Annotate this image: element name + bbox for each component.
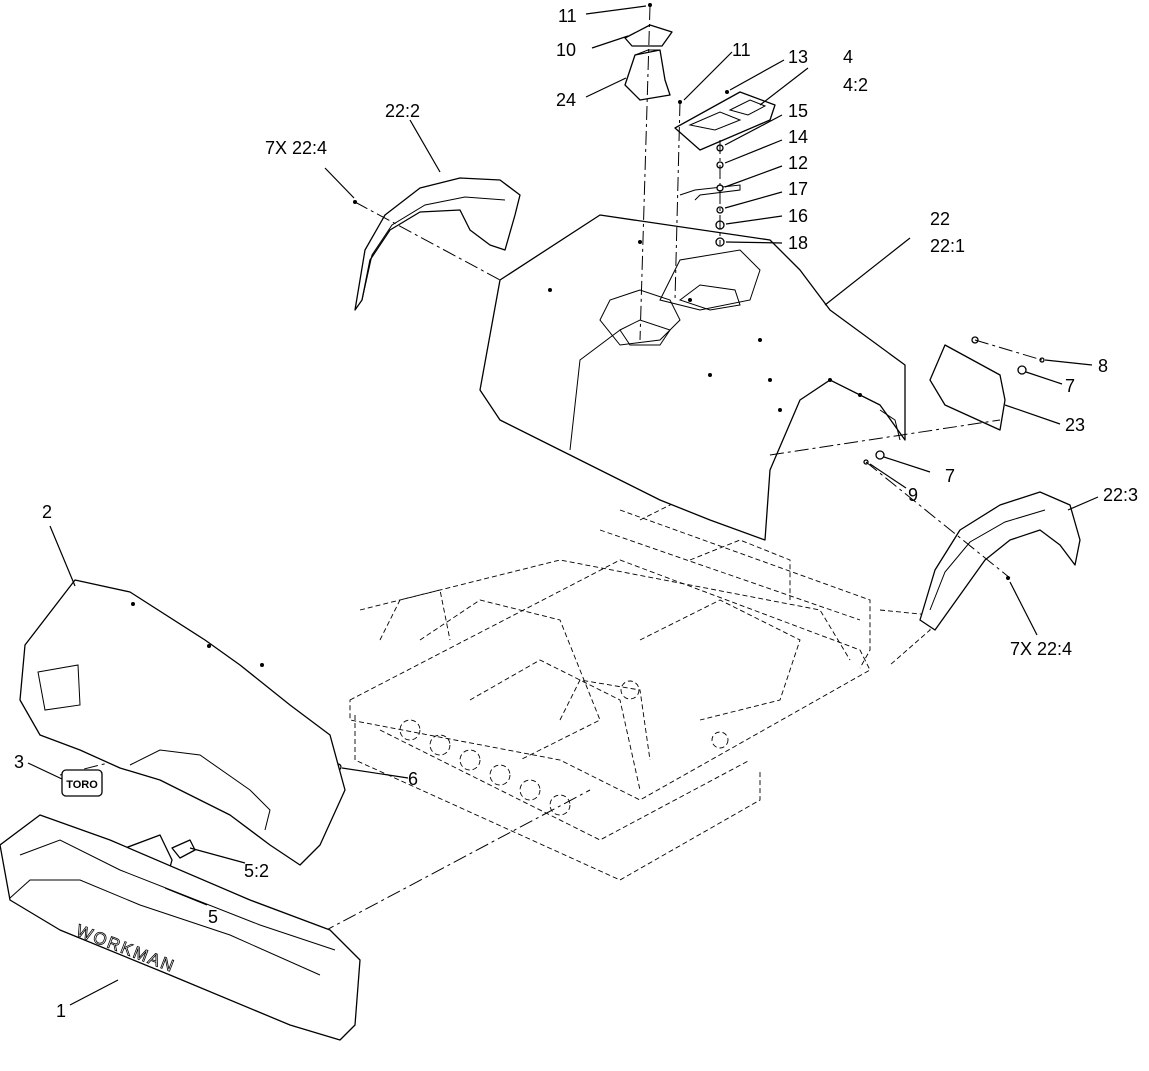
callout-7-b: 7 <box>945 466 955 486</box>
callout-22-1: 22:1 <box>930 236 965 256</box>
callout-9: 9 <box>908 485 918 505</box>
callout-24: 24 <box>556 90 576 110</box>
callout-16: 16 <box>788 206 808 226</box>
callout-5: 5 <box>208 907 218 927</box>
cover-plate-23 <box>929 344 1006 431</box>
callout-labels: 11 10 24 11 13 4 4:2 15 14 12 17 16 18 2… <box>14 6 1138 1021</box>
callout-22-2: 22:2 <box>385 101 420 121</box>
grille-panel-2 <box>19 579 346 866</box>
callout-2: 2 <box>42 502 52 522</box>
emblem-3: TORO <box>61 769 103 797</box>
callout-7-a: 7 <box>1065 376 1075 396</box>
callout-4-2: 4:2 <box>843 75 868 95</box>
chassis-frame <box>349 489 931 881</box>
callout-22: 22 <box>930 209 950 229</box>
bracket-12 <box>679 184 741 201</box>
callout-3: 3 <box>14 752 24 772</box>
callout-7x-22-4-left: 7X 22:4 <box>265 138 327 158</box>
plate-4 <box>674 91 776 151</box>
callout-4: 4 <box>843 47 853 67</box>
fender-flare-22-3 <box>919 491 1081 631</box>
callout-7x-22-4-right: 7X 22:4 <box>1010 639 1072 659</box>
main-body-22 <box>479 214 906 541</box>
callout-18: 18 <box>788 233 808 253</box>
callout-22-3: 22:3 <box>1103 485 1138 505</box>
gasket-10 <box>624 24 673 47</box>
leader-lines <box>27 5 1099 1006</box>
callout-12: 12 <box>788 153 808 173</box>
callout-15: 15 <box>788 101 808 121</box>
callout-14: 14 <box>788 127 808 147</box>
assembly-lines <box>59 5 1043 969</box>
callout-5-2: 5:2 <box>244 861 269 881</box>
callout-11-mid: 11 <box>732 40 751 60</box>
fender-flare-22-2 <box>354 177 521 311</box>
callout-23: 23 <box>1065 415 1085 435</box>
callout-10: 10 <box>556 40 576 60</box>
callout-8: 8 <box>1098 356 1108 376</box>
callout-11-top: 11 <box>558 6 577 26</box>
callout-1: 1 <box>56 1001 66 1021</box>
callout-17: 17 <box>788 179 808 199</box>
callout-6: 6 <box>408 769 418 789</box>
emblem-text: TORO <box>66 779 98 791</box>
callout-13: 13 <box>788 47 808 67</box>
